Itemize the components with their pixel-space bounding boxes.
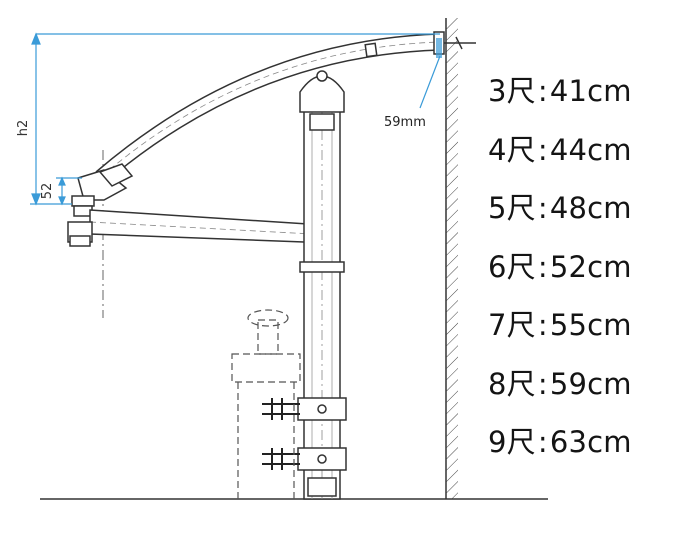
size-value: 7尺 [488, 308, 536, 342]
floor-tap-outline [231, 309, 301, 499]
spout-drop-label: 52 [40, 183, 55, 200]
wall-gap-label: 59mm [384, 115, 426, 130]
height-value: 41cm [549, 74, 632, 108]
height-value: 44cm [549, 132, 632, 167]
separator: : [537, 308, 548, 342]
height-value: 52cm [549, 249, 632, 284]
size-value: 6尺 [488, 249, 536, 284]
size-row: 4尺:44cm [488, 121, 632, 180]
spout-head [71, 163, 134, 217]
size-value: 5尺 [488, 191, 536, 225]
separator: : [537, 191, 548, 225]
size-value: 4尺 [488, 132, 536, 167]
spout-drop-dimension [56, 176, 82, 206]
size-value: 9尺 [488, 425, 536, 459]
separator: : [537, 132, 548, 167]
size-value: 8尺 [488, 366, 536, 401]
separator: : [537, 366, 548, 401]
size-row: 9尺:63cm [488, 413, 632, 472]
size-value: 3尺 [488, 74, 536, 108]
size-height-table: 3尺:41cm 4尺:44cm 5尺:48cm 6尺:52cm 7尺:55cm … [488, 62, 632, 472]
size-row: 7尺:55cm [488, 296, 632, 355]
vertical-pipe [297, 70, 347, 500]
height-value: 63cm [549, 425, 632, 459]
faucet-arch [95, 31, 476, 181]
height-value: 55cm [549, 308, 632, 342]
wall-gap-leader [419, 55, 441, 109]
size-row: 8尺:59cm [488, 355, 632, 414]
separator: : [537, 425, 548, 459]
separator: : [537, 249, 548, 284]
height-value: 59cm [549, 366, 632, 401]
size-row: 5尺:48cm [488, 179, 632, 238]
size-row: 6尺:52cm [488, 238, 632, 297]
separator: : [537, 74, 548, 108]
height-value: 48cm [549, 191, 632, 225]
height-label: h2 [16, 120, 31, 137]
swing-arm [67, 209, 331, 263]
wall [445, 18, 458, 499]
size-row: 3尺:41cm [488, 62, 632, 121]
height-dimension [30, 32, 440, 206]
